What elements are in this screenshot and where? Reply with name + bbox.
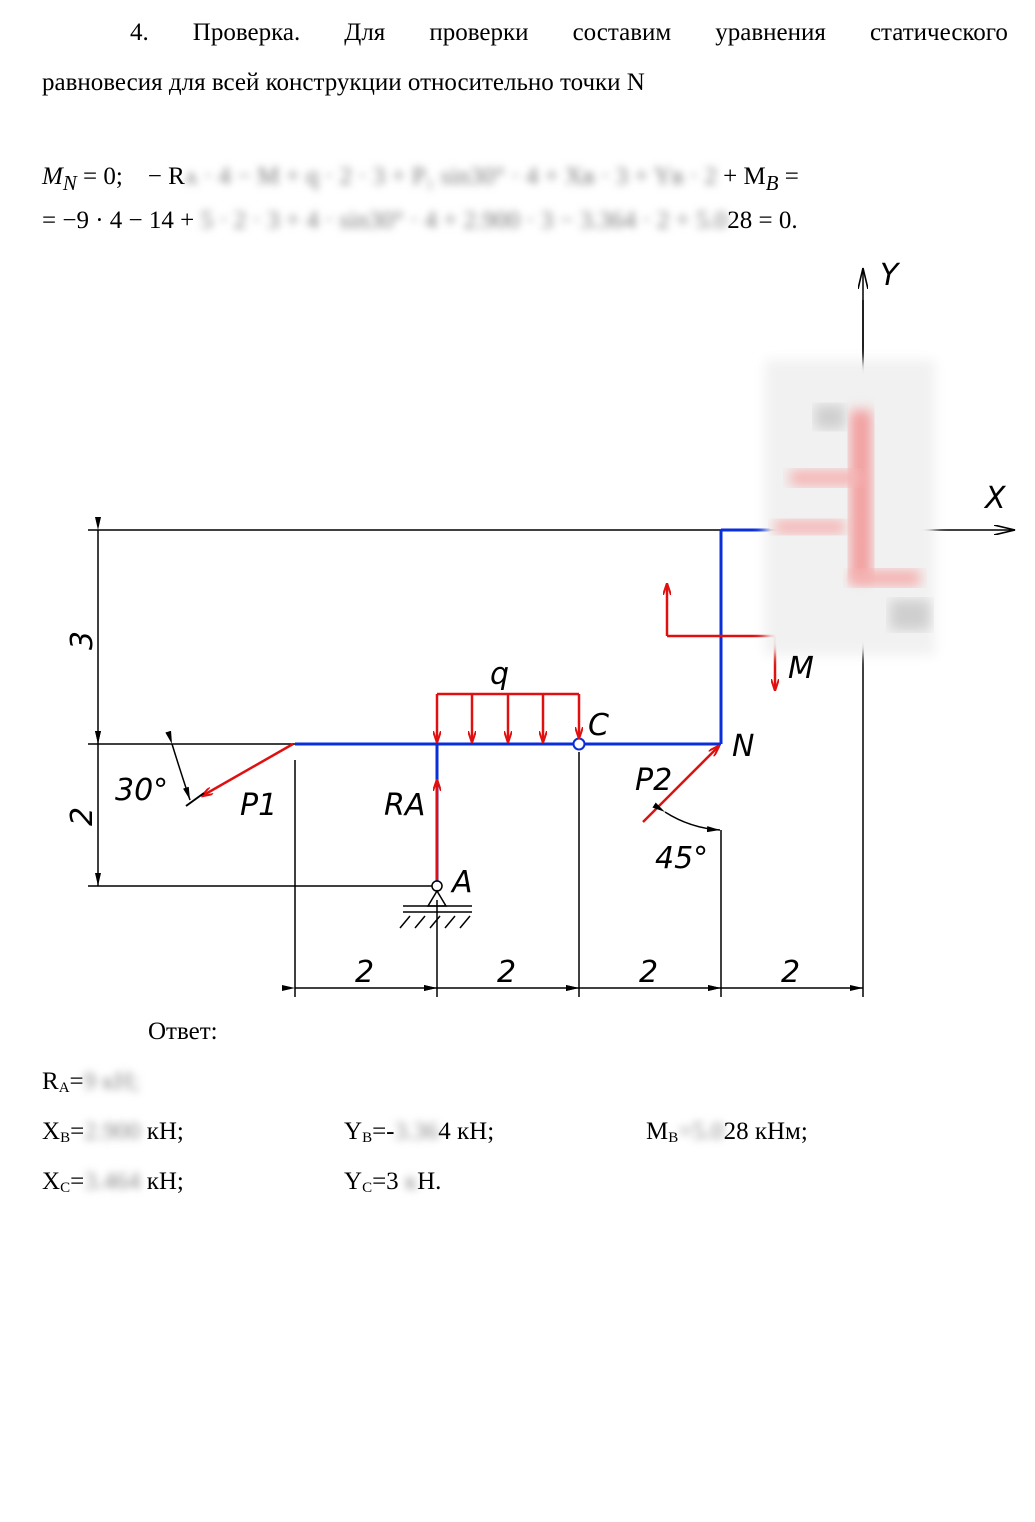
angle-45-arc [652, 802, 721, 833]
word: статического [869, 19, 1008, 46]
answer-xb: XB=2.900 кН; [42, 1118, 184, 1147]
var-eq: =3 [372, 1168, 399, 1195]
blurred-value: 3.36 [394, 1118, 439, 1145]
blurred-value: 9 кН; [83, 1068, 140, 1095]
var-eq: = [70, 1168, 85, 1195]
dim-3-label: 3 [65, 631, 100, 650]
blurred-equation-part: ᴀ · 4 − M + q · 2 · 3 + P₁ sin30° · 4 + … [184, 163, 717, 190]
force-p1-arrow [202, 742, 294, 796]
dim-bottom-3: 2 [639, 955, 658, 990]
angle-30-arc [165, 730, 191, 801]
frame-structure [295, 528, 770, 886]
angle-45-label: 45° [655, 841, 708, 876]
equation-text: = [778, 163, 799, 190]
dim-bottom-1: 2 [355, 955, 374, 990]
moment-symbol: M [42, 163, 63, 190]
paragraph-line-1: 4. Проверка. Для проверки составим уравн… [42, 8, 1008, 58]
moment-subscript: N [62, 171, 77, 195]
blurred-value: 3.464 [84, 1168, 141, 1195]
answer-mb: MB=5.028 кНм; [646, 1118, 808, 1147]
var-sub: B [668, 1130, 679, 1146]
equation-line-1: MN = 0; − Rᴀ · 4 − M + q · 2 · 3 + P₁ si… [42, 163, 799, 196]
blurred-equation-part: 5 · 2 · 3 + 4 · sin30° · 4 + 2.900 · 3 −… [200, 207, 728, 234]
equation-text: 28 = 0. [727, 207, 798, 234]
equation-line-2: = −9 · 4 − 14 + 5 · 2 · 3 + 4 · sin30° ·… [42, 207, 798, 235]
axis-x-label: X [983, 481, 1007, 516]
var-sub: C [60, 1180, 71, 1196]
equation-text: = 0; − R [76, 163, 185, 190]
dimension-lines [88, 300, 864, 997]
p1-label: P1 [240, 788, 277, 823]
q-label: q [490, 657, 509, 692]
a-label: A [450, 865, 473, 900]
var-name: Y [344, 1168, 363, 1195]
word: проверки [429, 19, 529, 46]
answer-yc: YC=3 кН. [344, 1168, 441, 1197]
var-name: M [646, 1118, 669, 1145]
word: Проверка. [192, 19, 301, 46]
var-unit: 4 кН; [438, 1118, 495, 1145]
var-name: X [42, 1168, 61, 1195]
equation-text: = −9 · 4 − 14 + [42, 207, 201, 234]
var-unit: Н. [417, 1168, 442, 1195]
distributed-load [437, 692, 579, 742]
var-sub: A [58, 1080, 70, 1096]
m-label: M [788, 651, 814, 686]
var-name: R [42, 1068, 59, 1095]
var-eq: = [70, 1118, 85, 1145]
axis-y-label: Y [880, 258, 901, 293]
dim-2-vert-label: 2 [65, 807, 100, 826]
answer-label: Ответ: [148, 1018, 218, 1045]
word: составим [572, 19, 672, 46]
structure-diagram: Y X q C N M P1 P2 RA A 30° 45° 3 2 2 2 2… [65, 258, 1035, 997]
equation-text: + M [716, 163, 766, 190]
var-eq: = [69, 1068, 84, 1095]
var-sub: C [362, 1180, 373, 1196]
word: Для [344, 19, 386, 46]
var-unit: кН; [140, 1168, 184, 1195]
p1-tick [185, 792, 205, 807]
var-name: Y [344, 1118, 363, 1145]
ra-label: RA [384, 788, 425, 823]
dim-bottom-4: 2 [781, 955, 800, 990]
hinge-c [572, 737, 586, 751]
paragraph-line-2: равновесия для всей конструкции относите… [42, 69, 645, 96]
answer-xc: XC=3.464 кН; [42, 1168, 184, 1197]
blurred-value: к [398, 1168, 418, 1195]
var-name: X [42, 1118, 61, 1145]
c-label: C [588, 708, 609, 743]
blurred-region [765, 360, 935, 655]
answer-yb: YB=-3.364 кН; [344, 1118, 494, 1147]
var-sub: B [362, 1130, 373, 1146]
answer-ra: RA=9 кН; [42, 1068, 140, 1097]
word: уравнения [715, 19, 826, 46]
angle-30-label: 30° [115, 773, 168, 808]
check-paragraph: 4. Проверка. Для проверки составим уравн… [42, 8, 1008, 108]
p2-label: P2 [635, 763, 672, 798]
word: 4. [130, 19, 149, 46]
blurred-value: 2.900 [84, 1118, 141, 1145]
moment-subscript: B [765, 171, 779, 195]
var-eq: =- [372, 1118, 395, 1145]
dim-bottom-2: 2 [497, 955, 516, 990]
var-sub: B [60, 1130, 71, 1146]
var-unit: 28 кНм; [723, 1118, 808, 1145]
pin-support-a [399, 880, 472, 929]
n-label: N [732, 729, 754, 764]
blurred-value: =5.0 [678, 1118, 724, 1145]
var-unit: кН; [140, 1118, 184, 1145]
